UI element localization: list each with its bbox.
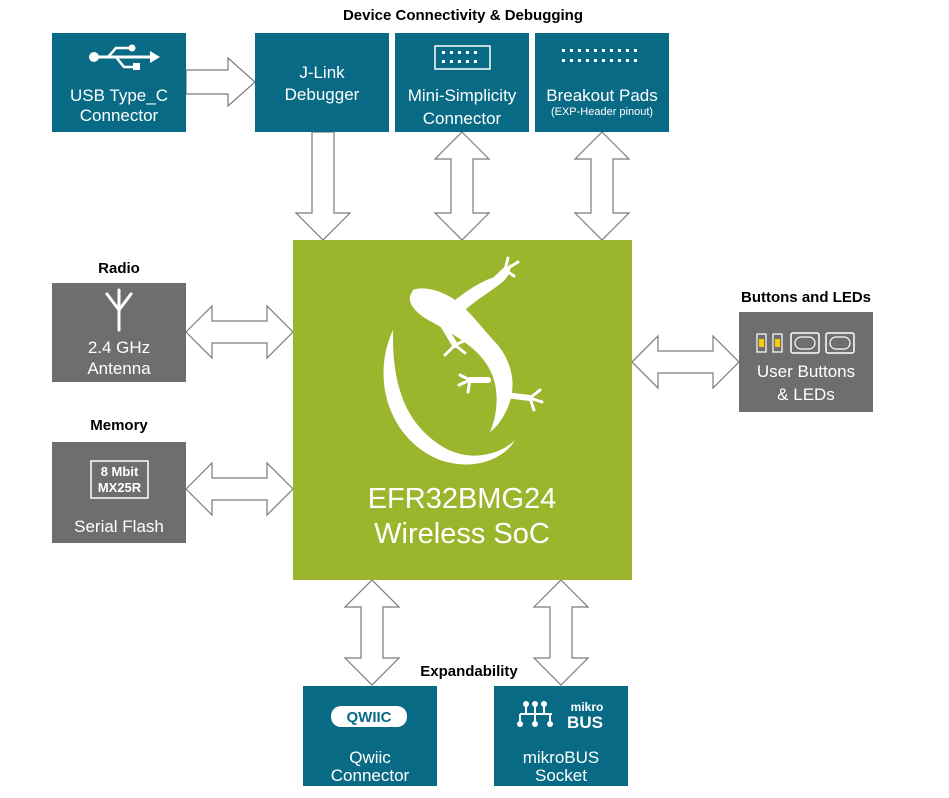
- breakout-pads-block: Breakout Pads (EXP-Header pinout): [535, 33, 669, 132]
- jlink-label-line1: J-Link: [299, 63, 345, 82]
- arrow-antenna-soc: [185, 304, 294, 360]
- qwiic-logo: QWIIC: [331, 706, 407, 727]
- arrow-soc-qwiic: [343, 579, 401, 686]
- antenna-block: 2.4 GHz Antenna: [52, 283, 186, 382]
- antenna-label-line2: Antenna: [87, 359, 151, 378]
- breakout-label-line1: Breakout Pads: [546, 86, 658, 105]
- arrow-soc-buttons: [631, 334, 740, 390]
- usb-connector-block: USB Type_C Connector: [52, 33, 186, 132]
- header-pins-icon: [562, 49, 637, 62]
- qwiic-label-line2: Connector: [331, 766, 410, 785]
- serial-flash-block: 8 Mbit MX25R Serial Flash: [52, 442, 186, 543]
- qwiic-logo-text: QWIIC: [347, 709, 392, 726]
- antenna-label-line1: 2.4 GHz: [88, 338, 150, 357]
- usb-label-line1: USB Type_C: [70, 86, 168, 105]
- soc-label-line1: EFR32BMG24: [368, 483, 557, 515]
- arrow-flash-soc: [185, 461, 294, 517]
- buttons-leds-label-line1: User Buttons: [757, 362, 855, 381]
- usb-label-line2: Connector: [80, 106, 159, 125]
- heading-buttons-leds: Buttons and LEDs: [741, 289, 871, 306]
- heading-radio: Radio: [98, 260, 140, 277]
- qwiic-connector-block: QWIIC Qwiic Connector: [303, 686, 437, 786]
- breakout-label-line2: (EXP-Header pinout): [551, 106, 653, 118]
- buttons-leds-icon: [756, 332, 855, 354]
- mikrobus-logo-top: mikro: [571, 700, 604, 714]
- arrow-usb-to-jlink: [185, 56, 256, 108]
- heading-connectivity: Device Connectivity & Debugging: [343, 7, 583, 24]
- heading-memory: Memory: [90, 417, 148, 434]
- arrow-jlink-to-soc: [294, 131, 352, 241]
- usb-icon: [89, 44, 160, 70]
- flash-chip-line1: 8 Mbit: [101, 464, 139, 479]
- arrow-soc-mikrobus: [532, 579, 590, 686]
- mikrobus-label-line1: mikroBUS: [523, 748, 600, 767]
- qwiic-label-line1: Qwiic: [349, 748, 391, 767]
- gecko-icon: [383, 256, 544, 465]
- arrow-mini-simplicity-soc: [433, 131, 491, 241]
- soc-block: EFR32BMG24 Wireless SoC: [293, 240, 632, 580]
- mikrobus-label-line2: Socket: [535, 766, 587, 785]
- jlink-label-line2: Debugger: [285, 85, 360, 104]
- heading-expandability: Expandability: [420, 663, 518, 680]
- jlink-debugger-block: J-Link Debugger: [255, 33, 389, 132]
- antenna-icon: [105, 288, 133, 332]
- mini-simplicity-label-line1: Mini-Simplicity: [408, 86, 517, 105]
- mikrobus-logo: [517, 701, 553, 727]
- buttons-leds-label-line2: & LEDs: [777, 385, 835, 404]
- buttons-leds-block: User Buttons & LEDs: [739, 312, 873, 412]
- flash-chip-icon: [90, 460, 149, 499]
- flash-chip-line2: MX25R: [98, 480, 142, 495]
- arrow-breakout-soc: [573, 131, 631, 241]
- mini-simplicity-label-line2: Connector: [423, 109, 502, 128]
- mini-simplicity-block: Mini-Simplicity Connector: [395, 33, 529, 132]
- header-pins-icon: [434, 45, 491, 70]
- mikrobus-logo-bottom: BUS: [567, 713, 603, 732]
- flash-label: Serial Flash: [74, 517, 164, 536]
- soc-label-line2: Wireless SoC: [374, 518, 550, 550]
- mikrobus-socket-block: mikro BUS mikroBUS Socket: [494, 686, 628, 786]
